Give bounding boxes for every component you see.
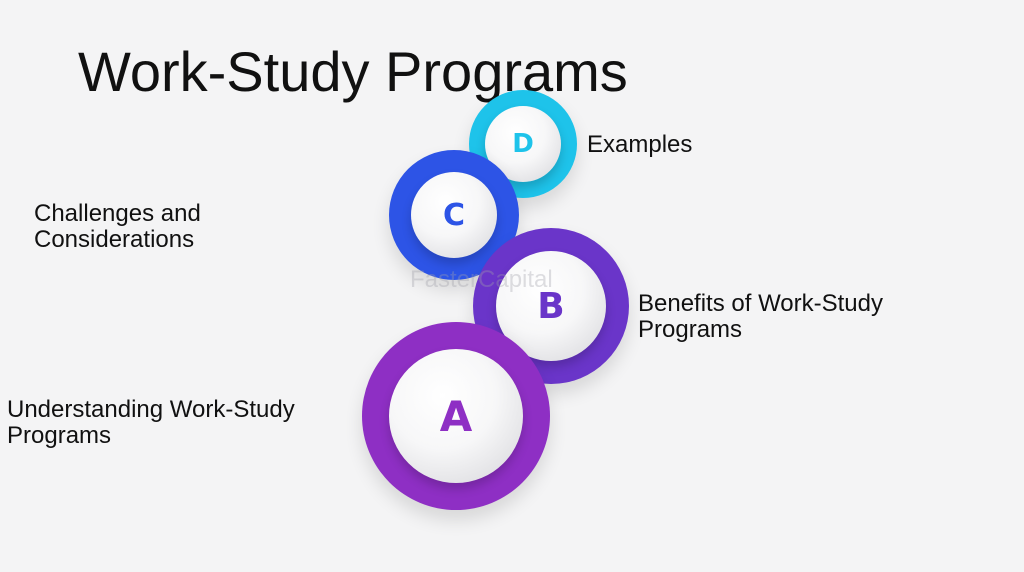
circle-b-letter: B	[537, 285, 565, 327]
label-examples: Examples	[587, 131, 693, 158]
circle-a-ball: A	[389, 349, 523, 483]
watermark: FasterCapital	[410, 266, 553, 293]
circle-c-letter: C	[442, 197, 466, 233]
circle-c-ball: C	[411, 172, 497, 258]
circle-a-letter: A	[439, 391, 473, 441]
label-benefits: Benefits of Work-Study Programs	[638, 290, 883, 343]
label-challenges: Challenges and Considerations	[34, 200, 201, 253]
label-understanding: Understanding Work-Study Programs	[7, 396, 295, 449]
circle-d-letter: D	[512, 129, 534, 159]
